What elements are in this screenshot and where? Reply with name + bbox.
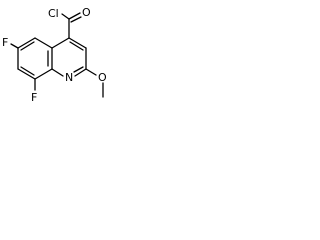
atom-label-ring-nitrogen: N [65,71,73,84]
chemical-structure-diagram: Cl O F F N O [2,6,107,104]
bond-n-c2 [74,68,87,77]
bond-c5-c6-double [20,41,35,51]
atom-label-fluorine-8: F [31,91,37,104]
benzene-ring [17,37,53,80]
bond-carbonyl-cl [61,13,70,20]
pyridine-ring [51,37,87,77]
bond-c8a-n [51,68,64,77]
bond-c4-c4a [51,37,70,49]
bond-c2-o [85,68,97,76]
bond-c7-c8-double [20,66,35,76]
bond-carbonyl-o [68,12,81,20]
atom-label-carbonyl-oxygen: O [82,6,91,19]
bond-c5-c6 [17,37,36,49]
substituent-bonds [10,12,104,98]
bond-carbonyl-o-double [70,16,82,23]
bond-c3-c4 [68,37,87,49]
bond-c3-c4-double [69,41,84,51]
bond-c7-c8 [17,68,36,80]
atom-label-chlorine: Cl [48,7,59,20]
bond-c4a-c5 [34,37,53,49]
bond-c8-c8a [34,68,53,80]
bond-n-c2-double [73,66,84,73]
bond-c7-f [10,43,19,49]
atom-label-fluorine-7: F [2,36,8,49]
atom-label-ether-oxygen: O [98,71,107,84]
